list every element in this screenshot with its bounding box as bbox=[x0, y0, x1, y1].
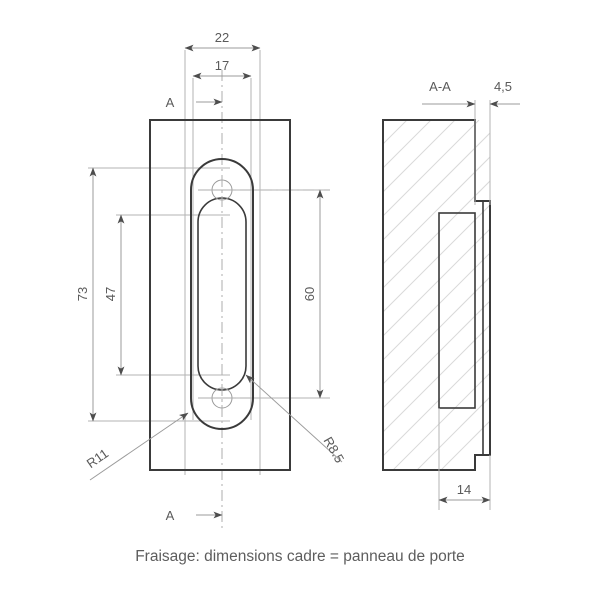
front-view-group: 22 17 A A 73 47 60 bbox=[75, 30, 347, 530]
dimension-width-inner-label: 17 bbox=[215, 58, 229, 73]
plate-outline bbox=[149, 119, 291, 471]
dimension-height-inner: 47 bbox=[103, 214, 125, 376]
dimension-lip-thickness-label: 4,5 bbox=[494, 79, 512, 94]
dimension-lip-thickness: 4,5 bbox=[489, 79, 520, 108]
drawing-caption: Fraisage: dimensions cadre = panneau de … bbox=[135, 548, 465, 565]
dimension-width-outer-label: 22 bbox=[215, 30, 229, 45]
radius-callout-r85: R8.5 bbox=[245, 374, 348, 465]
section-mark-top: A bbox=[166, 95, 223, 110]
dimension-hole-spacing: 60 bbox=[302, 189, 324, 399]
section-mark-bottom: A bbox=[166, 508, 223, 523]
section-mark-top-label: A bbox=[166, 95, 175, 110]
section-title-label: A-A bbox=[429, 79, 451, 94]
front-view-extension-lines bbox=[88, 50, 330, 475]
section-title-dim: A-A bbox=[422, 79, 476, 108]
dimension-width-inner: 17 bbox=[192, 58, 252, 80]
inner-slot-r85 bbox=[197, 197, 247, 391]
section-mark-bottom-label: A bbox=[166, 508, 175, 523]
dimension-height-outer-label: 73 bbox=[75, 287, 90, 301]
section-view-group: A-A 4,5 14 bbox=[382, 79, 520, 510]
radius-callout-r85-label: R8.5 bbox=[321, 434, 348, 465]
dimension-hole-spacing-label: 60 bbox=[302, 287, 317, 301]
dimension-height-inner-label: 47 bbox=[103, 287, 118, 301]
section-inner-cavity bbox=[438, 212, 476, 409]
dimension-height-outer: 73 bbox=[75, 167, 97, 422]
radius-callout-r11-label: R11 bbox=[84, 446, 111, 471]
dimension-depth: 14 bbox=[438, 482, 491, 504]
dimension-width-outer: 22 bbox=[184, 30, 261, 52]
outer-slot-r11 bbox=[190, 158, 254, 430]
dimension-depth-label: 14 bbox=[457, 482, 471, 497]
section-hatching bbox=[383, 120, 490, 470]
